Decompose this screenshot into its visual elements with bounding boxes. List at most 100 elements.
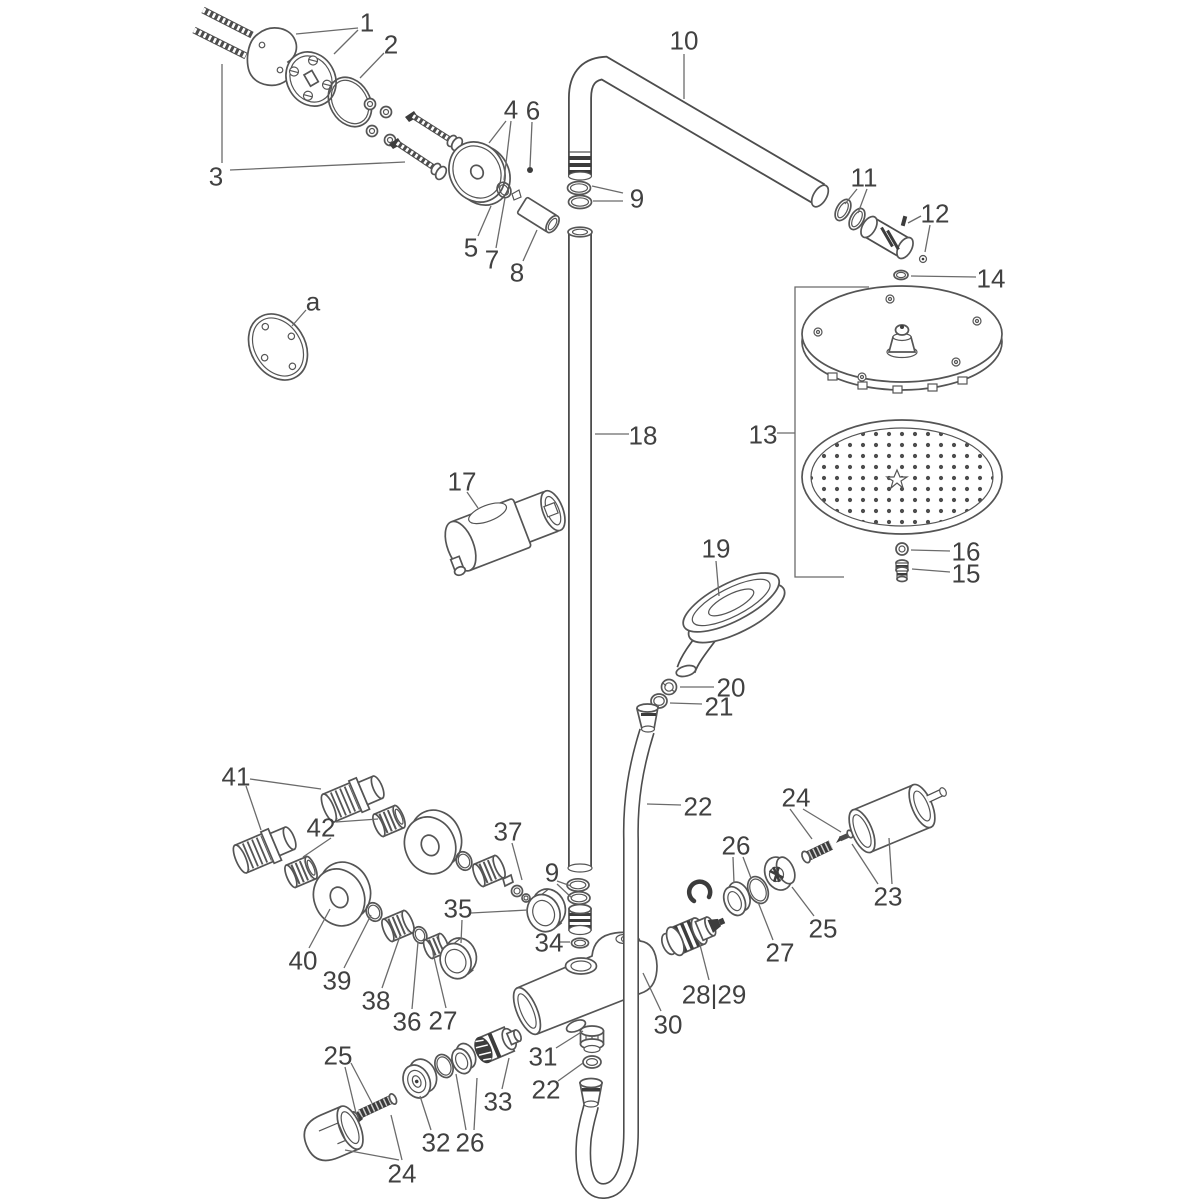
- part-32-cap: [402, 1058, 438, 1099]
- leader-line-label-28-29: [698, 940, 710, 981]
- part-label-32: 32: [422, 1127, 451, 1157]
- part-7-cone: [511, 189, 522, 201]
- leader-line-label-9-mid: [556, 883, 573, 899]
- part-24-right-screw: [801, 829, 854, 864]
- part-2-bracket-oring: [327, 76, 373, 128]
- part-39-oring: [365, 901, 383, 923]
- part-label-30: 30: [654, 1009, 683, 1039]
- part-label-7: 7: [485, 244, 499, 274]
- part-6-grub-screw: [527, 167, 533, 173]
- leader-line-label-24-right: [802, 808, 842, 833]
- leader-line-label-6: [529, 121, 533, 168]
- part-24-left-handle: [303, 1105, 364, 1162]
- leader-line-label-25-left: [344, 1066, 357, 1114]
- leader-line-label-32: [419, 1095, 432, 1131]
- leader-line-label-23: [888, 837, 893, 885]
- part-label-34: 34: [535, 927, 564, 957]
- leader-line-label-a: [291, 309, 307, 327]
- part-9-arm-orings: [566, 180, 593, 210]
- part-41-check-valve-upper: [320, 775, 385, 823]
- leader-line-label-19: [715, 560, 720, 597]
- leader-line-label-41: [249, 778, 322, 790]
- part-1-wall-bracket-plate: [246, 27, 337, 107]
- part-label-25-right: 25: [809, 913, 838, 943]
- part-22-hose-ring: [582, 1055, 602, 1069]
- leader-line-label-35: [460, 919, 463, 944]
- leader-line-label-24-left: [344, 1149, 400, 1161]
- leader-line-label-9-mid: [556, 880, 572, 887]
- part-label-37: 37: [494, 816, 523, 846]
- part-37-connector: [472, 854, 531, 903]
- leader-line-label-11: [844, 188, 858, 205]
- part-label-16: 16: [952, 536, 981, 566]
- part-10-shower-arm: [567, 55, 830, 208]
- part-label-31: 31: [529, 1041, 558, 1071]
- part-label-18: 18: [629, 420, 658, 450]
- part-label-10: 10: [670, 25, 699, 55]
- part-33-adapter: [474, 1026, 522, 1064]
- leader-line-label-36: [411, 941, 419, 1010]
- part-13-spray-plate: [801, 419, 1003, 535]
- part-label-25-left: 25: [324, 1040, 353, 1070]
- part-label-39: 39: [323, 965, 352, 995]
- part-9-pipe-orings: [566, 877, 591, 906]
- part-label-26-left: 26: [456, 1127, 485, 1157]
- part-label-24-right: 24: [782, 782, 811, 812]
- part-label-8: 8: [510, 257, 524, 287]
- leader-line-label-13: [794, 286, 869, 578]
- leader-line-label-12: [907, 215, 922, 224]
- part-22-hose-cone: [635, 703, 660, 733]
- part-11-connector-orings: [834, 198, 866, 231]
- part-label-2: 2: [384, 29, 398, 59]
- part-label-38: 38: [362, 985, 391, 1015]
- part-26-left-ring: [451, 1042, 477, 1075]
- part-label-15: 15: [952, 558, 981, 588]
- leader-line-label-2: [359, 52, 385, 79]
- part-label-14: 14: [977, 263, 1006, 293]
- part-34-barrel-connector: [568, 903, 592, 949]
- part-label-28-29: 28|29: [682, 979, 747, 1009]
- part-35-union-nut-lower: [439, 937, 478, 980]
- leader-line-label-33: [501, 1057, 510, 1090]
- part-label-40: 40: [289, 945, 318, 975]
- leader-line-label-5: [477, 205, 492, 237]
- leader-line-label-22-bottom: [557, 1062, 584, 1082]
- part-label-42: 42: [307, 812, 336, 842]
- part-42-adapter-lower: [284, 855, 318, 889]
- part-38-connector: [381, 909, 415, 943]
- part-label-26-right: 26: [722, 830, 751, 860]
- part-label-33: 33: [484, 1086, 513, 1116]
- leader-line-label-40: [308, 908, 331, 949]
- part-5-escutcheon: [448, 141, 511, 206]
- part-label-24-left: 24: [388, 1158, 417, 1188]
- leader-line-label-4: [503, 120, 512, 181]
- leader-line-label-1: [333, 29, 359, 55]
- leader-line-label-22-hose: [646, 803, 682, 806]
- leader-line-label-15: [911, 568, 951, 573]
- part-12-holder-connector: [860, 215, 928, 264]
- part-13-top-housing: [801, 285, 1003, 394]
- leader-line-label-31: [555, 1030, 584, 1049]
- part-17-slider-holder: [444, 489, 566, 577]
- part-label-27-left: 27: [429, 1005, 458, 1035]
- part-42-adapter-upper: [372, 804, 406, 838]
- part-label-17: 17: [448, 466, 477, 496]
- leader-line-label-17: [466, 491, 479, 509]
- part-label-20: 20: [717, 672, 746, 702]
- part-oring-upper: [455, 850, 473, 872]
- part-label-1: 1: [360, 7, 374, 37]
- part-a-wall-disc: [247, 313, 309, 381]
- leader-line-label-11: [857, 188, 868, 214]
- part-label-a: a: [306, 286, 321, 316]
- leader-line-label-42: [302, 837, 332, 858]
- leader-line-label-39: [343, 914, 372, 969]
- leader-line-label-24-right: [789, 808, 813, 840]
- part-18-shower-pipe: [567, 226, 593, 873]
- part-25-right-cap: [763, 856, 796, 891]
- part-label-13: 13: [749, 419, 778, 449]
- part-7-small-oring: [496, 181, 512, 199]
- leader-line-label-16: [910, 549, 951, 552]
- part-41-check-valve-lower: [232, 826, 297, 874]
